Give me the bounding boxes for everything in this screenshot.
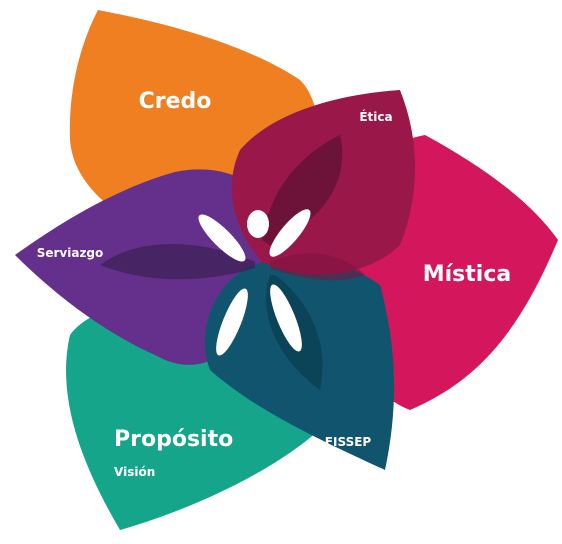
- fissep-label: FISSEP: [325, 435, 372, 449]
- credo-label: Credo: [139, 89, 212, 114]
- figure-leg-left: [216, 288, 248, 356]
- inner-leaf-upper: [262, 135, 343, 245]
- mistica-label: Mística: [423, 262, 511, 287]
- inner-leaf-mistica: [270, 253, 365, 281]
- figure-head: [247, 210, 269, 238]
- figure-arm-right: [269, 209, 311, 257]
- inner-leaf-left: [100, 243, 255, 280]
- serviazgo-label: Serviazgo: [37, 246, 104, 260]
- figure-leg-right: [270, 284, 302, 352]
- center-figure: [198, 209, 311, 356]
- proposito-label: Propósito: [114, 427, 233, 452]
- vision-label: Visión: [114, 465, 155, 479]
- figure-arm-left: [198, 214, 246, 262]
- etica-label: Ética: [359, 109, 392, 124]
